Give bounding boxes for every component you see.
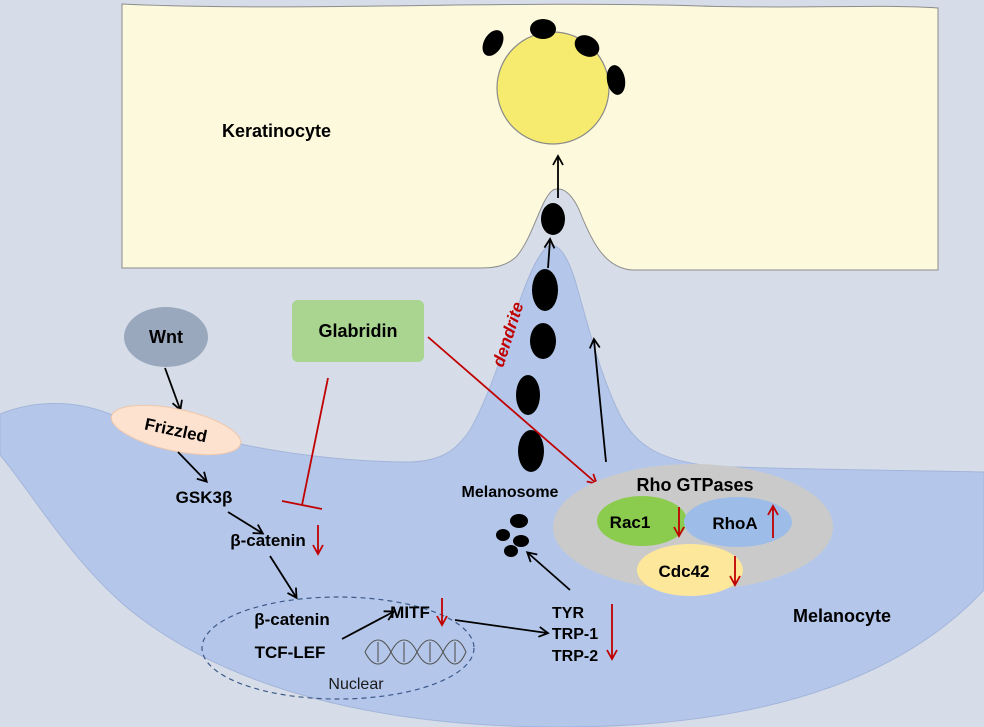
dendrite-melanosomes xyxy=(516,203,565,472)
beta-catenin-label: β-catenin xyxy=(230,531,306,550)
tcf-lef-label: TCF-LEF xyxy=(255,643,326,662)
melanosome xyxy=(510,514,528,528)
trp1-label: TRP-1 xyxy=(552,626,598,643)
inhibition-line xyxy=(301,377,329,506)
nuclear-label: Nuclear xyxy=(328,676,384,693)
wnt-to-frizzled-arrow xyxy=(164,367,183,412)
melanosome xyxy=(530,19,556,39)
melanosome xyxy=(504,545,518,557)
melanosome xyxy=(574,35,600,57)
rho-gtpases-label: Rho GTPases xyxy=(636,475,753,495)
cdc42-node xyxy=(637,544,743,596)
rhoa-label: RhoA xyxy=(712,514,757,533)
glabridin-inhibits-beta-catenin xyxy=(281,377,329,510)
frizzled-to-gsk3b-arrow xyxy=(177,451,208,484)
wnt-node xyxy=(124,307,208,367)
keratinocyte-label: Keratinocyte xyxy=(222,121,331,141)
glabridin-label: Glabridin xyxy=(318,321,397,341)
melanosome xyxy=(541,203,565,235)
gsk3b-label: GSK3β xyxy=(176,488,233,507)
enzymes-to-melanosome-arrow xyxy=(525,551,571,591)
cdc42-label: Cdc42 xyxy=(658,562,709,581)
dendrite-transport-arrow xyxy=(543,237,556,269)
melanosome xyxy=(496,529,510,541)
melanosome xyxy=(530,323,556,359)
melanosome-cluster xyxy=(496,514,529,557)
melanosome xyxy=(482,30,504,56)
rac1-node xyxy=(597,496,687,546)
beta-catenin-to-nucleus-arrow xyxy=(269,555,298,600)
rac1-label: Rac1 xyxy=(610,513,651,532)
nuclear-beta-catenin-label: β-catenin xyxy=(254,610,330,629)
melanosome-label: Melanosome xyxy=(462,484,559,501)
mitf-to-enzymes-arrow xyxy=(454,619,550,638)
melanosome xyxy=(606,65,626,95)
mitf-label: MITF xyxy=(390,603,430,622)
dna-helix-icon xyxy=(364,639,467,665)
melanosome xyxy=(532,269,558,311)
melanosome xyxy=(518,430,544,472)
melanosome xyxy=(516,375,540,415)
transferred-melanosomes xyxy=(482,19,626,95)
rho-to-dendrite-arrow xyxy=(588,337,607,463)
trp2-label: TRP-2 xyxy=(552,648,598,665)
wnt-label: Wnt xyxy=(149,327,183,347)
gsk3b-to-beta-catenin-arrow xyxy=(227,511,265,535)
glabridin-box xyxy=(292,300,424,362)
melanocyte-cell xyxy=(0,244,984,727)
inhibition-bar xyxy=(281,500,323,510)
glabridin-to-rho-arrow xyxy=(427,336,599,485)
rhoa-node xyxy=(684,497,792,547)
frizzled-node xyxy=(110,404,242,456)
tcf-lef-to-mitf-arrow xyxy=(341,610,396,640)
tyr-label: TYR xyxy=(552,605,584,622)
melanosome xyxy=(513,535,529,547)
nucleus-boundary xyxy=(201,596,475,700)
melanocyte-label: Melanocyte xyxy=(793,606,891,626)
